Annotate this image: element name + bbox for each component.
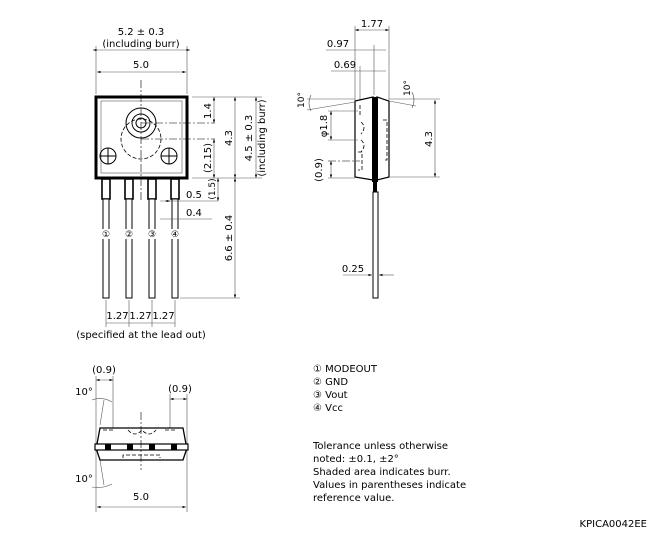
pin-3-marker: ③ <box>148 230 156 240</box>
pitch-2: 1.27 <box>129 311 151 322</box>
legend-item: ③ Vout <box>313 390 348 401</box>
dim-0-69: 0.69 <box>334 60 356 71</box>
bottom-burr <box>94 443 189 451</box>
pin-4-marker: ④ <box>171 230 179 240</box>
side-body-left <box>354 96 374 181</box>
mount-mark-right <box>160 147 178 165</box>
lead-thickness: 0.25 <box>342 264 364 275</box>
note-line: Tolerance unless otherwise <box>312 441 448 452</box>
lens-outer <box>125 107 157 139</box>
angle-left: 10° <box>297 92 307 108</box>
right-offset: (0.9) <box>168 384 192 395</box>
width-burr-label: 5.2 ± 0.3 <box>118 27 165 38</box>
lead-pin-4 <box>170 178 180 299</box>
front-view: 5.2 ± 0.3 (including burr) 5.0 ① ② ③ ④ <box>76 27 268 341</box>
dim-1-4: 1.4 <box>203 103 214 119</box>
mount-mark-left <box>99 147 117 165</box>
pin-2-marker: ② <box>125 230 133 240</box>
height-label: 4.3 <box>224 130 235 146</box>
left-offset: (0.9) <box>92 365 116 376</box>
width-burr-note: (including burr) <box>102 39 179 50</box>
bottom-width: 5.0 <box>133 492 149 503</box>
notes: Tolerance unless otherwise noted: ±0.1, … <box>312 441 466 504</box>
lens-diameter: φ1.8 <box>319 115 330 138</box>
dim-0-97: 0.97 <box>327 39 349 50</box>
dim-2-15: (2.15) <box>203 143 214 173</box>
side-burr <box>372 97 378 182</box>
dim-1-5: (1.5) <box>208 178 218 199</box>
height-burr-note: (including burr) <box>257 99 268 176</box>
side-view: 1.77 0.97 0.69 10° 10° φ1.8 (0.9) 4.3 0 <box>297 19 440 299</box>
leads <box>101 178 180 299</box>
pin-legend: ① MODEOUT ② GND ③ Vout ④ Vcc <box>313 364 378 414</box>
pin-1-marker: ① <box>102 230 110 240</box>
drawing-id: KPICA0042EE <box>580 519 647 530</box>
pitch-1: 1.27 <box>106 311 128 322</box>
note-line: noted: ±0.1, ±2° <box>313 454 399 465</box>
side-body-right <box>376 96 390 181</box>
dim-1-77: 1.77 <box>361 19 383 30</box>
lead-pin-3 <box>147 178 157 299</box>
height-burr-label: 4.5 ± 0.3 <box>244 115 255 162</box>
bottom-view: (0.9) (0.9) 10° 10° 5.0 <box>75 365 192 512</box>
side-height: 4.3 <box>424 131 435 147</box>
legend-item: ① MODEOUT <box>313 364 378 375</box>
side-lead <box>372 191 379 299</box>
angle-top: 10° <box>75 387 93 398</box>
angle-bottom: 10° <box>75 474 93 485</box>
lead-width-top: 0.5 <box>186 190 202 201</box>
legend-item: ④ Vcc <box>313 403 343 414</box>
width-label: 5.0 <box>133 60 149 71</box>
note-line: reference value. <box>313 493 394 504</box>
lead-pin-1 <box>101 178 111 299</box>
lens-dashed <box>120 118 162 160</box>
legend-item: ② GND <box>313 377 348 388</box>
note-line: Shaded area indicates burr. <box>313 467 451 478</box>
pitch-3: 1.27 <box>152 311 174 322</box>
pitch-note: (specified at the lead out) <box>76 330 206 341</box>
lead-width: 0.4 <box>186 208 202 219</box>
dim-0-9-side: (0.9) <box>314 158 325 182</box>
angle-right: 10° <box>403 80 413 96</box>
lead-length: 6.6 ± 0.4 <box>224 215 235 262</box>
note-line: Values in parentheses indicate <box>313 480 466 491</box>
lead-pin-2 <box>124 178 134 299</box>
